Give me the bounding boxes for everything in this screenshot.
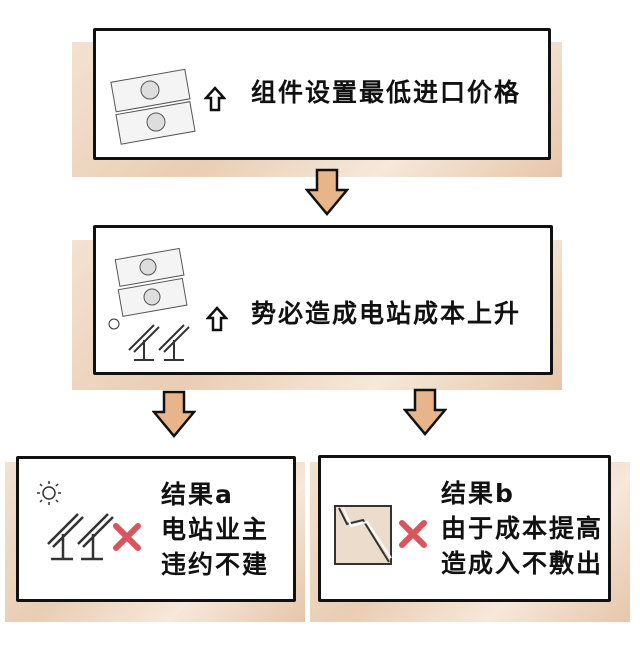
money-icon <box>114 247 188 317</box>
step2-text: 势必造成电站成本上升 <box>251 299 522 328</box>
cross-icon <box>113 523 141 551</box>
money-icon <box>110 68 196 145</box>
result-b-title: 结果b <box>441 479 515 508</box>
down-arrow-icon <box>403 388 447 436</box>
up-arrow-icon <box>206 306 228 332</box>
up-arrow-icon <box>204 86 226 112</box>
result-a-title: 结果a <box>161 480 234 509</box>
step1-text: 组件设置最低进口价格 <box>251 78 522 107</box>
result-a-box: 结果a 电站业主 违约不建 <box>16 456 296 602</box>
result-a-line2: 违约不建 <box>161 550 270 579</box>
solar-panel-icon <box>37 481 114 561</box>
cross-icon <box>399 520 427 548</box>
broken-land-icon <box>334 505 392 565</box>
step1-box: 组件设置最低进口价格 <box>93 28 551 160</box>
result-b-line1: 由于成本提高 <box>441 514 604 543</box>
down-arrow-icon <box>152 390 196 438</box>
solar-panel-icon <box>108 318 190 361</box>
result-b-box: 结果b 由于成本提高 造成入不敷出 <box>318 455 611 602</box>
result-a-line1: 电站业主 <box>161 515 270 544</box>
result-b-line2: 造成入不敷出 <box>441 549 604 578</box>
step2-box: 势必造成电站成本上升 <box>93 225 553 375</box>
down-arrow-icon <box>305 168 349 216</box>
